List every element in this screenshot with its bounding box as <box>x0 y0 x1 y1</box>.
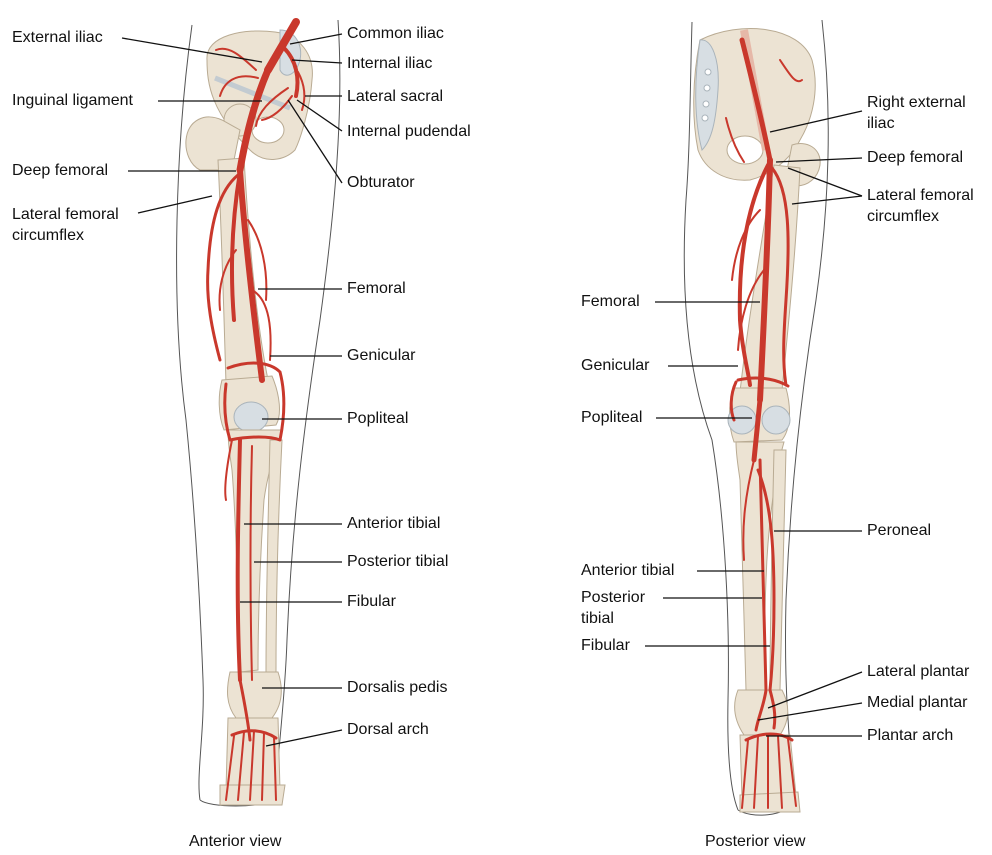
posterior-sacral-foramen-3 <box>703 101 709 107</box>
caption-anterior-view: Anterior view <box>189 833 281 851</box>
label-genicular-posterior: Genicular <box>581 356 649 375</box>
label-femoral: Femoral <box>347 279 406 298</box>
label-external-iliac: External iliac <box>12 28 103 47</box>
label-peroneal: Peroneal <box>867 521 931 540</box>
label-genicular: Genicular <box>347 346 415 365</box>
lead-lateral-femoral-circumflex-b <box>792 196 862 204</box>
label-deep-femoral: Deep femoral <box>12 161 108 180</box>
label-dorsalis-pedis: Dorsalis pedis <box>347 678 447 697</box>
label-posterior-tibial-posterior-line1: Posterior <box>581 588 645 607</box>
caption-posterior-view: Posterior view <box>705 833 805 851</box>
label-popliteal: Popliteal <box>347 409 408 428</box>
label-lateral-sacral: Lateral sacral <box>347 87 443 106</box>
label-lateral-femoral-circumflex-line2: circumflex <box>12 226 84 245</box>
label-fibular-posterior: Fibular <box>581 636 630 655</box>
label-medial-plantar: Medial plantar <box>867 693 968 712</box>
anterior-tarsal-bones <box>228 672 282 718</box>
label-lateral-femoral-circumflex-line1: Lateral femoral <box>12 205 119 224</box>
anterior-knee-branch <box>225 440 232 500</box>
label-internal-pudendal: Internal pudendal <box>347 122 471 141</box>
label-plantar-arch: Plantar arch <box>867 726 953 745</box>
label-deep-femoral-posterior: Deep femoral <box>867 148 963 167</box>
label-inguinal-ligament: Inguinal ligament <box>12 91 133 110</box>
label-right-external-iliac-line2: iliac <box>867 114 895 133</box>
posterior-medial-condyle-cartilage <box>762 406 790 434</box>
label-popliteal-posterior: Popliteal <box>581 408 642 427</box>
posterior-sacral-foramen-2 <box>704 85 710 91</box>
label-fibular: Fibular <box>347 592 396 611</box>
label-lateral-plantar: Lateral plantar <box>867 662 969 681</box>
label-common-iliac: Common iliac <box>347 24 444 43</box>
label-posterior-tibial: Posterior tibial <box>347 552 448 571</box>
anterior-tibial-artery <box>238 440 240 680</box>
label-right-external-iliac-line1: Right external <box>867 93 966 112</box>
anterior-leg-illustration <box>122 20 342 806</box>
posterior-sacral-foramen-1 <box>705 69 711 75</box>
label-lateral-femoral-circumflex-posterior-line1: Lateral femoral <box>867 186 974 205</box>
lead-common-iliac <box>290 34 342 44</box>
label-lateral-femoral-circumflex-posterior-line2: circumflex <box>867 207 939 226</box>
posterior-toes <box>740 792 800 812</box>
label-posterior-tibial-posterior-line2: tibial <box>581 609 614 628</box>
label-anterior-tibial: Anterior tibial <box>347 514 440 533</box>
label-dorsal-arch: Dorsal arch <box>347 720 429 739</box>
label-obturator: Obturator <box>347 173 415 192</box>
lead-lateral-femoral-circumflex <box>138 196 212 213</box>
posterior-sacral-foramen-4 <box>702 115 708 121</box>
anterior-patella <box>234 402 268 432</box>
label-femoral-posterior: Femoral <box>581 292 640 311</box>
posterior-leg-illustration <box>645 20 862 815</box>
label-internal-iliac: Internal iliac <box>347 54 432 73</box>
label-anterior-tibial-posterior: Anterior tibial <box>581 561 674 580</box>
